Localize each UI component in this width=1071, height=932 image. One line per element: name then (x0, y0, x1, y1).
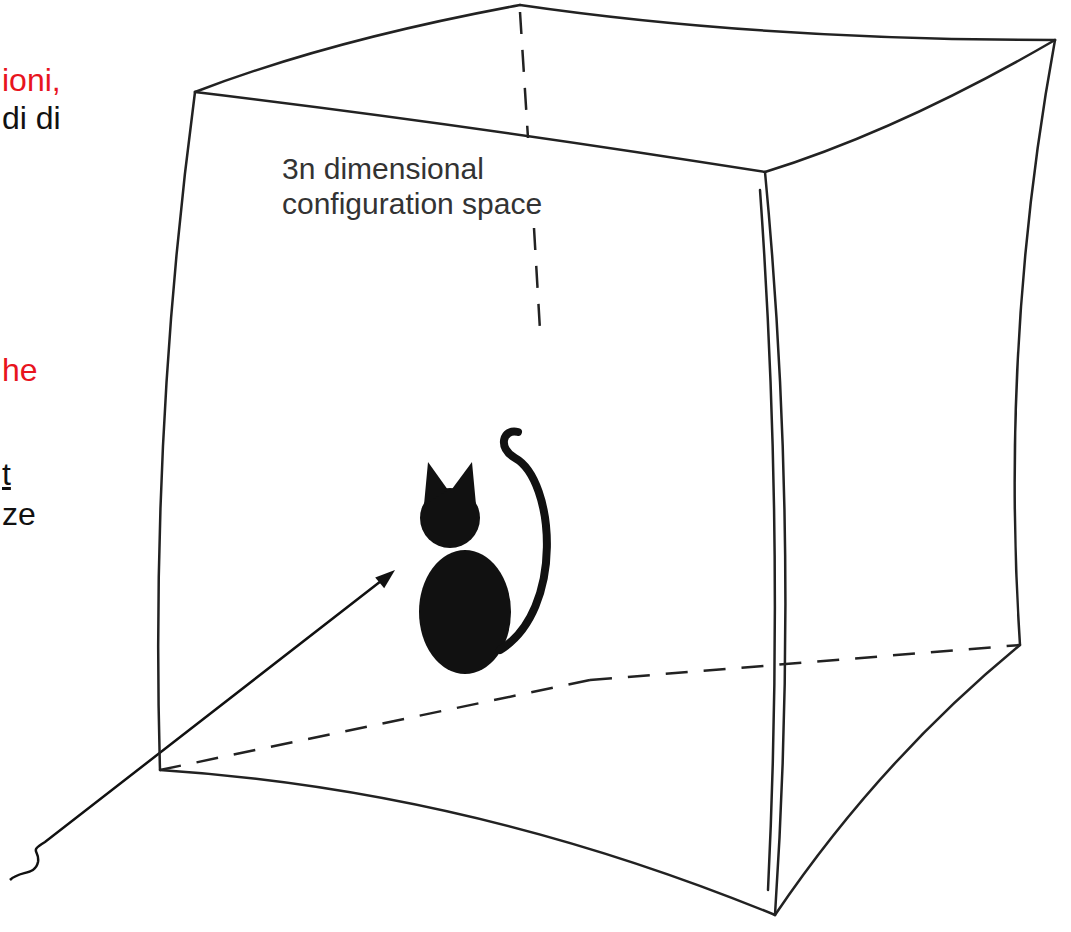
text-fragment: di di (2, 100, 61, 137)
hidden-edge (534, 228, 540, 330)
cube-edge (195, 5, 520, 92)
cube-edge (195, 92, 765, 172)
cube-edge (765, 172, 785, 915)
cube-edge (1015, 40, 1055, 645)
text-fragment: he (2, 352, 38, 389)
space-label: 3n dimensional configuration space (282, 152, 602, 221)
cube-edge (158, 92, 195, 770)
cube-edge (765, 40, 1055, 172)
text-fragment: ze (2, 496, 36, 533)
text-fragment: ioni, (2, 62, 61, 99)
cube-edge (775, 645, 1020, 915)
cube-edge (760, 190, 775, 890)
text-fragment: t (2, 456, 11, 493)
cube-edge (160, 770, 775, 915)
cat-silhouette (419, 431, 547, 674)
hidden-edge (590, 645, 1020, 680)
pointer-arrow (10, 570, 395, 880)
hidden-edge (160, 680, 590, 770)
cube-edge (520, 5, 1055, 40)
hidden-edge (520, 12, 528, 138)
